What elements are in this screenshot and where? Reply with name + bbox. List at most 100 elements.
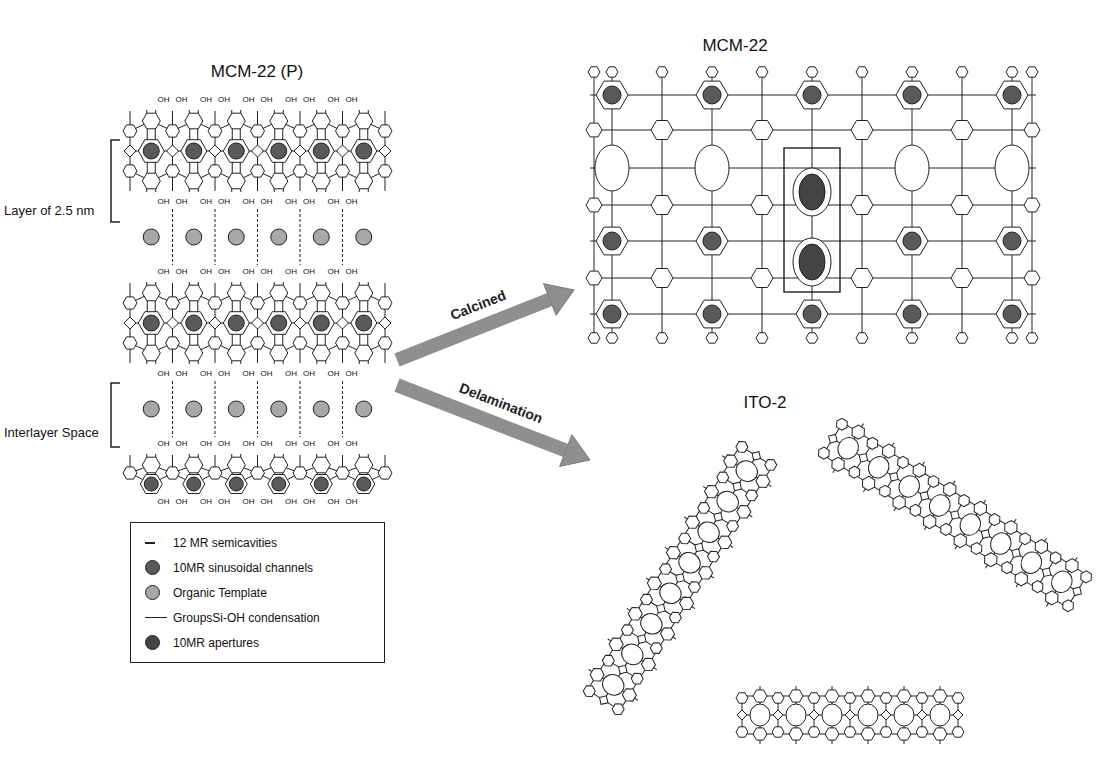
condensation-line xyxy=(342,209,343,265)
semicavity-cage xyxy=(753,728,767,740)
framework-cage xyxy=(1040,565,1054,579)
legend-line-sample xyxy=(145,617,167,618)
framework-cage xyxy=(773,710,783,720)
structure-panel: MCM-22 xyxy=(574,36,1054,338)
framework-cage xyxy=(749,449,763,463)
sinusoidal-channel xyxy=(356,315,372,331)
sinusoidal-channel xyxy=(703,86,721,104)
semicavity-cage xyxy=(312,113,330,129)
framework-cage xyxy=(951,196,973,215)
cup-12mr xyxy=(1017,548,1046,577)
semicavity-cage xyxy=(588,333,600,343)
legend-text: 10MR apertures xyxy=(173,636,259,650)
bond-line xyxy=(620,466,773,710)
sinusoidal-channel xyxy=(313,315,329,331)
hydroxyl-label: OH xyxy=(303,96,315,104)
sinusoidal-channel xyxy=(271,143,287,159)
hydroxyl-label: OH xyxy=(200,440,212,448)
hydroxyl-label: OH xyxy=(261,198,273,206)
hydroxyl-label: OH xyxy=(200,370,212,378)
channel-ring xyxy=(308,140,334,163)
cup-12mr xyxy=(986,529,1015,558)
framework-cage xyxy=(379,145,391,157)
channel-ring xyxy=(996,227,1028,255)
framework-cage xyxy=(616,663,630,677)
semicavity-cage xyxy=(952,693,964,703)
semicavity-cage xyxy=(166,467,180,479)
legend-sample-box xyxy=(141,542,173,544)
semicavity-cage xyxy=(378,165,392,177)
semicavity-cage xyxy=(185,457,203,473)
hydroxyl-label: OH xyxy=(261,370,273,378)
framework-cage xyxy=(1024,271,1040,285)
framework-cage xyxy=(951,269,973,288)
bond-line xyxy=(588,446,741,690)
hydroxyl-label: OH xyxy=(158,96,170,104)
semicavity-cage xyxy=(916,727,928,737)
semicavity-cage xyxy=(293,297,307,309)
hydroxyl-label: OH xyxy=(303,268,315,276)
semicavity-cage xyxy=(336,337,350,349)
condensation-line xyxy=(215,209,216,265)
channel-ring xyxy=(140,475,162,494)
supercage-12mr xyxy=(995,145,1029,191)
channel-ring xyxy=(183,475,205,494)
supercage-ring xyxy=(793,168,831,216)
channel-ring xyxy=(310,475,332,494)
sinusoidal-channel xyxy=(703,305,721,323)
semicavity-cage xyxy=(185,173,203,189)
framework-cage xyxy=(851,269,873,288)
semicavity-cage xyxy=(293,337,307,349)
semicavity-cage xyxy=(251,467,265,479)
sinusoidal-channel xyxy=(272,477,286,491)
organic-template xyxy=(143,401,159,417)
framework-cage xyxy=(711,510,725,524)
sinusoidal-channel xyxy=(144,477,158,491)
framework-cage xyxy=(673,571,687,585)
legend-row: Organic Template xyxy=(141,580,374,605)
hydroxyl-label: OH xyxy=(261,498,273,506)
semicavity-cage xyxy=(336,467,350,479)
sinusoidal-channel xyxy=(1003,232,1021,250)
sinusoidal-channel xyxy=(313,143,329,159)
framework-cage xyxy=(654,602,668,616)
legend-line-sample xyxy=(145,542,155,544)
semicavity-cage xyxy=(1030,579,1046,594)
framework-cage xyxy=(751,269,773,288)
legend-sample-box xyxy=(141,635,173,650)
framework-cage xyxy=(851,196,873,215)
framework-cage xyxy=(209,145,221,157)
sheet-cages xyxy=(736,690,964,740)
semicavity-cage xyxy=(166,337,180,349)
sinusoidal-channel xyxy=(1003,305,1021,323)
semicavity-cage xyxy=(861,728,875,740)
hydroxyl-label: OH xyxy=(346,440,358,448)
semicavity-cage xyxy=(227,345,245,361)
channel-ring xyxy=(996,300,1028,328)
cup-12mr xyxy=(1048,567,1077,596)
sinusoidal-channel xyxy=(186,315,202,331)
semicavity-cage xyxy=(844,693,856,703)
supercage-12mr xyxy=(695,145,729,191)
organic-template xyxy=(313,229,329,245)
semicavity-cage xyxy=(916,693,928,703)
sinusoidal-channel xyxy=(229,477,243,491)
semicavity-cage xyxy=(227,285,245,301)
bracket-label: Interlayer Space xyxy=(4,426,99,439)
mcm22-illustration xyxy=(586,67,1040,343)
cup-12mr xyxy=(895,472,924,501)
framework-cage xyxy=(651,196,673,215)
organic-template xyxy=(186,229,202,245)
hydroxyl-label: OH xyxy=(328,198,340,206)
semicavity-cage xyxy=(227,457,245,473)
organic-template xyxy=(186,401,202,417)
channel-ring xyxy=(896,227,928,255)
semicavity-cage xyxy=(251,337,265,349)
cup-12mr xyxy=(930,704,950,726)
cup-12mr xyxy=(858,704,878,726)
semicavity-cage xyxy=(630,671,645,687)
semicavity-cage xyxy=(227,113,245,129)
hydroxyl-label: OH xyxy=(176,268,188,276)
hydroxyl-label: OH xyxy=(158,370,170,378)
semicavity-cage xyxy=(897,728,911,740)
